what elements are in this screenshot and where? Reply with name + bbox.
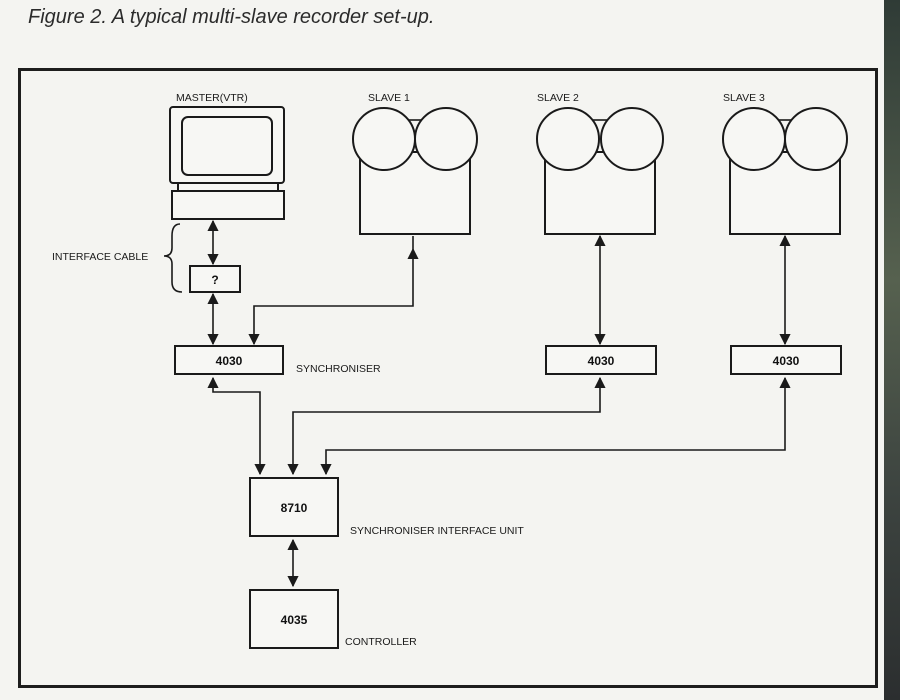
sync-slave3-box	[730, 345, 842, 375]
interface-cable-label: INTERFACE CABLE	[52, 251, 148, 263]
background-edge	[884, 0, 900, 700]
controller-box	[249, 589, 339, 649]
slave1-recorder-icon	[352, 107, 478, 235]
master-vtr-icon	[169, 106, 285, 220]
sync-slave2-box-label: 4030	[588, 354, 615, 368]
figure-caption: Figure 2. A typical multi-slave recorder…	[28, 6, 435, 28]
slave1-to-sync-link	[248, 247, 419, 346]
master-label: MASTER(VTR)	[176, 92, 248, 104]
sync-slave3-to-siu-link	[320, 376, 791, 476]
slave2-recorder-icon	[536, 107, 664, 235]
synchroniser-label: SYNCHRONISER	[296, 363, 381, 375]
siu-box-label: 8710	[281, 501, 308, 515]
sync-master-box	[174, 345, 284, 375]
slave3-recorder-icon	[722, 107, 848, 235]
diagram-frame	[18, 68, 878, 688]
slave2-label: SLAVE 2	[537, 92, 579, 104]
controller-box-label: 4035	[281, 613, 308, 627]
unknown-box-label: ?	[211, 273, 218, 287]
slave1-label: SLAVE 1	[368, 92, 410, 104]
siu-box	[249, 477, 339, 537]
controller-label: CONTROLLER	[345, 636, 417, 648]
sync-master-box-label: 4030	[216, 354, 243, 368]
sync-master-to-siu-link	[207, 376, 266, 476]
interface-cable-brace	[163, 223, 183, 293]
sync-slave2-to-siu-link	[287, 376, 606, 476]
siu-label: SYNCHRONISER INTERFACE UNIT	[350, 525, 524, 537]
sync-slave2-box	[545, 345, 657, 375]
sync-slave3-box-label: 4030	[773, 354, 800, 368]
unknown-box	[189, 265, 241, 293]
slave3-label: SLAVE 3	[723, 92, 765, 104]
